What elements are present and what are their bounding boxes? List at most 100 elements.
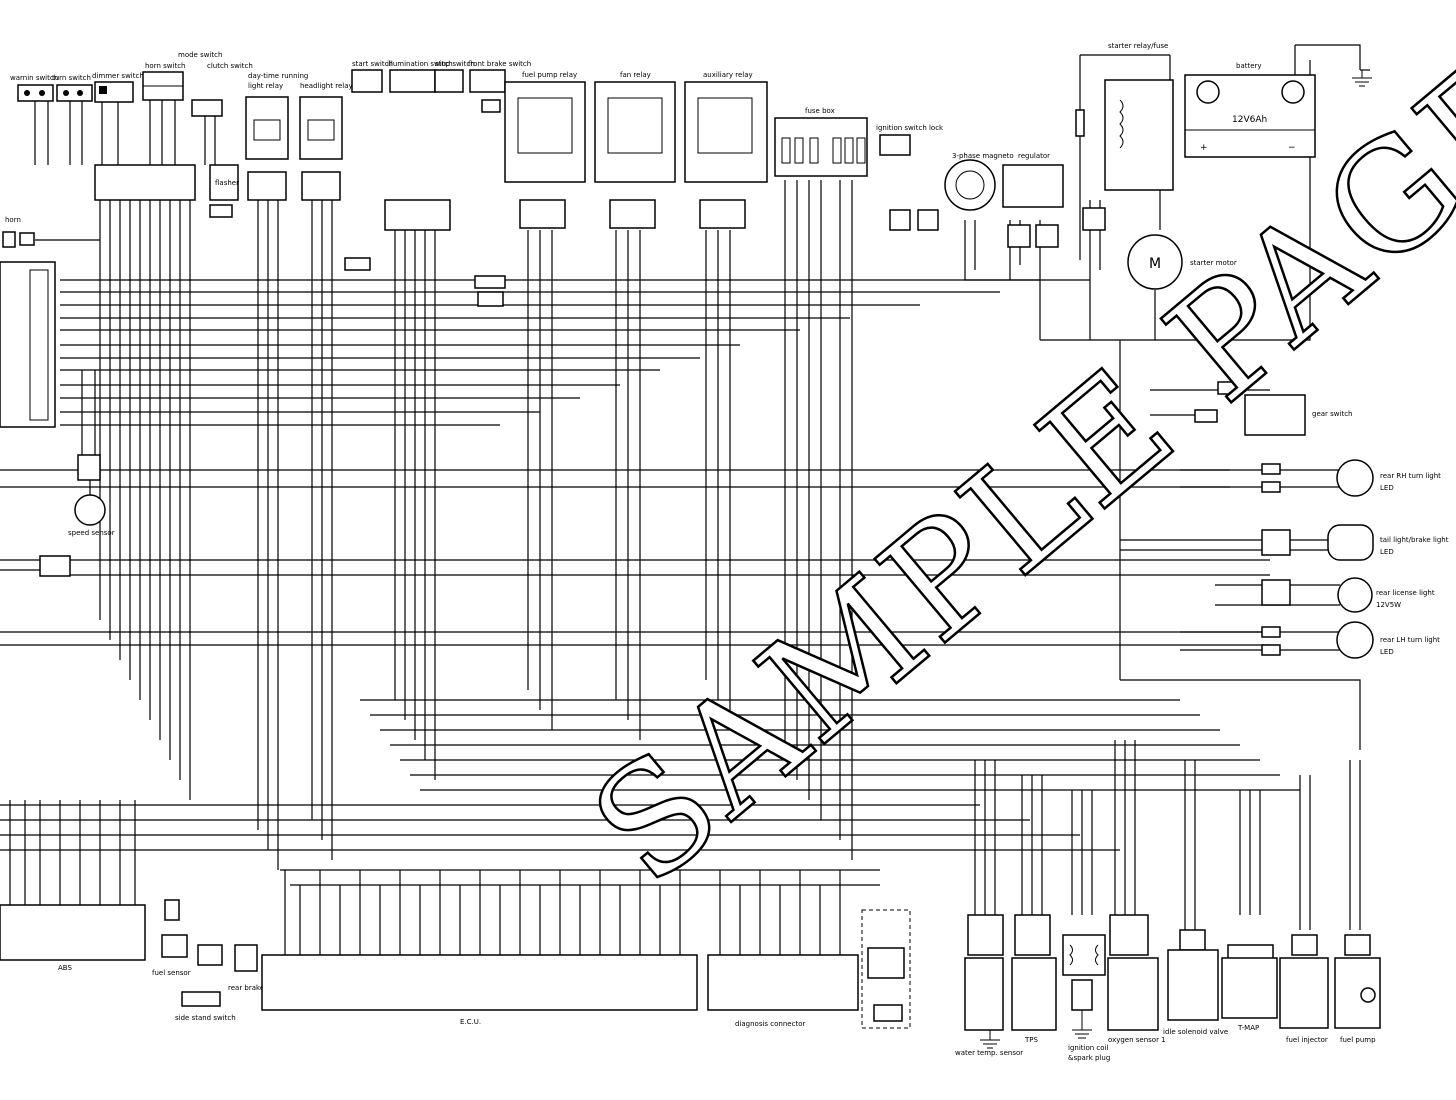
rear-brake-switch: rear brake switch	[228, 944, 289, 992]
battery: battery 12V6Ah + −	[1184, 62, 1316, 158]
flasher-label: flasher	[215, 179, 239, 187]
left-connector-block: flasher	[94, 164, 239, 218]
gear-switch: gear switch	[1194, 381, 1353, 436]
tail-light-type: LED	[1380, 548, 1394, 556]
speed-sensor-label: speed sensor	[68, 529, 115, 537]
tail-light-label: tail light/brake light	[1380, 536, 1449, 544]
illumination-switch-label: illumination switch	[387, 60, 453, 68]
fan-relay: fan relay	[594, 71, 676, 229]
abs-module: ABS	[0, 904, 146, 972]
tps-label: TPS	[1024, 1036, 1038, 1044]
turn-switch-label: turn switch	[52, 74, 91, 82]
battery-rating: 12V6Ah	[1232, 115, 1267, 125]
fuel-sensor: fuel sensor	[152, 899, 191, 977]
rear-license-light: rear license light 12V5W	[1261, 577, 1435, 613]
side-stand-switch-label: side stand switch	[175, 1014, 236, 1022]
horn: horn	[2, 216, 35, 248]
horn-switch-label: horn switch	[145, 62, 185, 70]
tail-light: tail light/brake light LED	[1261, 524, 1449, 561]
water-temp-sensor: water temp. sensor	[955, 914, 1023, 1057]
ecu: E.C.U.	[261, 954, 698, 1026]
ignition-coil-label: ignition coil	[1068, 1044, 1108, 1052]
battery-minus: −	[1288, 143, 1296, 153]
rear-rh-turn-light-type: LED	[1380, 484, 1394, 492]
turn-switch: turn switch	[52, 74, 93, 102]
dimmer-switch: dimmer switch	[92, 72, 144, 103]
regulator: regulator	[1002, 152, 1064, 248]
day-time-running-light-relay: day-time running light relay	[245, 72, 308, 201]
rear-license-light-rating: 12V5W	[1376, 601, 1401, 609]
starter-relay: starter relay/fuse	[1075, 42, 1174, 231]
handlebar-switches: start switch illumination switch stop sw…	[351, 60, 531, 231]
oxygen-sensor-label: oxygen sensor 1	[1108, 1036, 1166, 1044]
warning-switch: warnin switch	[10, 74, 58, 102]
headlight-relay: headlight relay	[299, 82, 353, 201]
rear-license-light-label: rear license light	[1376, 589, 1435, 597]
three-phase-magneto: 3-phase magneto	[944, 152, 1014, 211]
battery-plus: +	[1200, 143, 1208, 153]
horn-switch: horn switch	[142, 62, 185, 101]
regulator-label: regulator	[1018, 152, 1050, 160]
dimmer-switch-label: dimmer switch	[92, 72, 144, 80]
stop-switch-label: stop switch	[435, 60, 475, 68]
tmap-label: T-MAP	[1237, 1024, 1259, 1032]
rear-lh-turn-light-type: LED	[1380, 648, 1394, 656]
oxygen-sensor: oxygen sensor 1	[1107, 914, 1166, 1044]
tps: TPS	[1011, 914, 1057, 1044]
rear-rh-turn-light-label: rear RH turn light	[1380, 472, 1441, 480]
starter-relay-label: starter relay/fuse	[1108, 42, 1168, 50]
start-switch-label: start switch	[352, 60, 393, 68]
fuse-box-label: fuse box	[805, 107, 835, 115]
fuel-pump: fuel pump	[1334, 934, 1381, 1044]
left-edge-connector	[39, 555, 71, 577]
wire-harness	[0, 44, 1370, 955]
auxiliary-relay-label: auxiliary relay	[703, 71, 753, 79]
idle-solenoid-valve: idle solenoid valve	[1163, 929, 1228, 1036]
mode-switch: mode switch	[178, 51, 222, 59]
rear-lh-turn-light: rear LH turn light LED	[1261, 621, 1440, 659]
clutch-switch-label: clutch switch	[207, 62, 253, 70]
ignition-switch-lock: ignition switch lock	[876, 124, 944, 231]
warning-switch-label: warnin switch	[10, 74, 58, 82]
day-time-running-label: day-time running	[248, 72, 308, 80]
rear-rh-turn-light: rear RH turn light LED	[1261, 459, 1441, 497]
horn-label: horn	[5, 216, 21, 224]
dashed-module	[861, 909, 911, 1029]
water-temp-sensor-label: water temp. sensor	[955, 1049, 1023, 1057]
headlight-relay-label: headlight relay	[300, 82, 353, 90]
fuel-pump-relay: fuel pump relay	[504, 71, 586, 229]
idle-solenoid-valve-label: idle solenoid valve	[1163, 1028, 1228, 1036]
spark-plug-label: &spark plug	[1068, 1054, 1110, 1062]
diagnosis-connector: diagnosis connector	[707, 954, 859, 1028]
fuel-injector: fuel injector	[1279, 934, 1329, 1044]
ground-symbol	[1352, 70, 1372, 87]
fuel-pump-relay-label: fuel pump relay	[522, 71, 577, 79]
gear-switch-label: gear switch	[1312, 410, 1353, 418]
front-brake-switch-label: front brake switch	[468, 60, 531, 68]
side-stand-switch: side stand switch	[175, 944, 236, 1022]
inline-connectors	[344, 257, 506, 307]
battery-label: battery	[1236, 62, 1262, 70]
three-phase-magneto-label: 3-phase magneto	[952, 152, 1014, 160]
mode-switch-label: mode switch	[178, 51, 222, 59]
clutch-switch: clutch switch	[191, 62, 253, 117]
diagnosis-connector-label: diagnosis connector	[735, 1020, 805, 1028]
fuse-box: fuse box	[774, 107, 868, 177]
fuel-injector-label: fuel injector	[1286, 1036, 1328, 1044]
instrument-cluster-connector	[0, 261, 56, 428]
rear-lh-turn-light-label: rear LH turn light	[1380, 636, 1440, 644]
ignition-switch-lock-label: ignition switch lock	[876, 124, 944, 132]
motor-symbol: M	[1149, 256, 1161, 272]
t-map-sensor: T-MAP	[1221, 944, 1278, 1032]
speed-sensor: speed sensor	[68, 454, 115, 537]
starter-motor-label: starter motor	[1190, 259, 1237, 267]
fan-relay-label: fan relay	[620, 71, 651, 79]
abs-label: ABS	[58, 964, 72, 972]
fuel-sensor-label: fuel sensor	[152, 969, 191, 977]
rear-brake-switch-label: rear brake switch	[228, 984, 289, 992]
light-relay-label: light relay	[248, 82, 283, 90]
ecu-label: E.C.U.	[460, 1018, 481, 1026]
auxiliary-relay: auxiliary relay	[684, 71, 768, 229]
starter-motor: M starter motor	[1127, 234, 1237, 290]
